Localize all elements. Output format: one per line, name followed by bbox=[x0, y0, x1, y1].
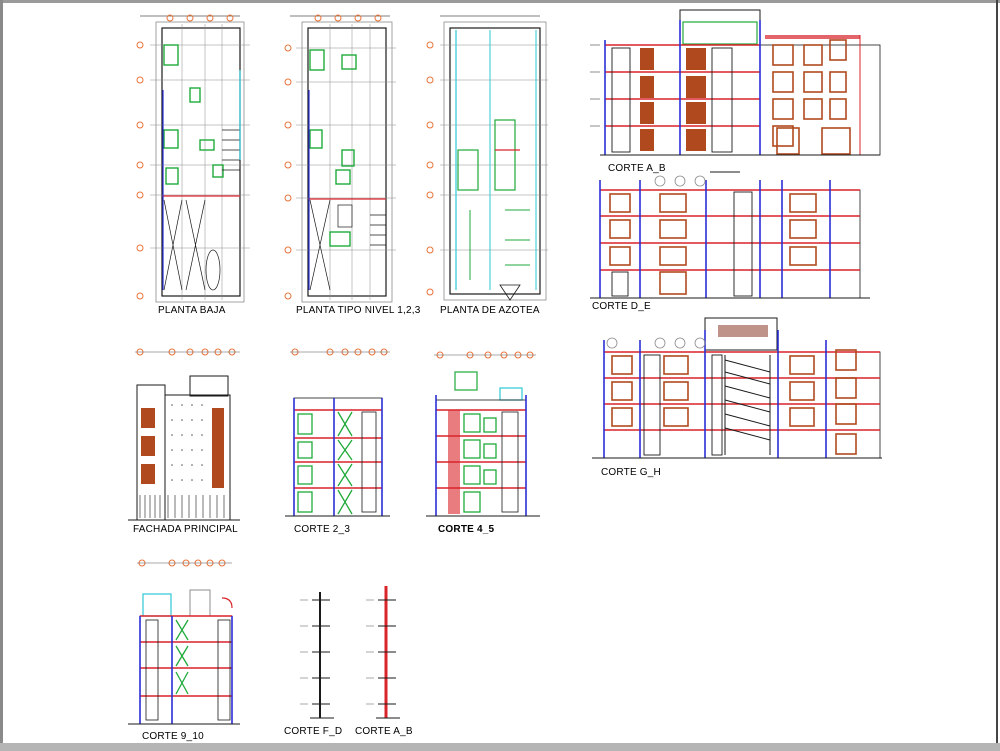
facade-fachada-principal bbox=[128, 348, 240, 521]
label-corte-2-3: CORTE 2_3 bbox=[294, 524, 351, 535]
sheet-frame-left bbox=[0, 0, 3, 751]
sheet-frame-bottom bbox=[0, 743, 1000, 751]
section-corte-4-5 bbox=[426, 351, 540, 517]
section-corte-d-e bbox=[590, 171, 870, 299]
label-corte-g-h: CORTE G_H bbox=[601, 467, 661, 478]
label-planta-azotea: PLANTA DE AZOTEA bbox=[440, 305, 540, 316]
label-corte-f-d: CORTE F_D bbox=[284, 726, 343, 737]
section-corte-f-d bbox=[300, 592, 334, 719]
section-corte-a-b-large bbox=[590, 9, 881, 156]
label-corte-9-10: CORTE 9_10 bbox=[142, 731, 204, 742]
floor-plan-planta-baja bbox=[136, 14, 250, 303]
label-corte-a-b-large: CORTE A_B bbox=[608, 163, 666, 174]
label-corte-4-5: CORTE 4_5 bbox=[438, 524, 495, 535]
sheet-frame-right bbox=[996, 0, 998, 743]
label-planta-baja: PLANTA BAJA bbox=[158, 305, 226, 316]
label-fachada-principal: FACHADA PRINCIPAL bbox=[133, 524, 238, 535]
label-planta-tipo: PLANTA TIPO NIVEL 1,2,3 bbox=[296, 305, 421, 316]
floor-plan-planta-azotea bbox=[426, 15, 548, 301]
floor-plan-planta-tipo bbox=[284, 14, 396, 303]
section-corte-2-3 bbox=[285, 348, 390, 517]
section-corte-a-b-small bbox=[366, 586, 400, 719]
label-corte-a-b-small: CORTE A_B bbox=[355, 726, 413, 737]
section-corte-9-10 bbox=[128, 559, 240, 725]
sheet-frame-top bbox=[0, 0, 1000, 3]
section-corte-g-h bbox=[592, 317, 882, 459]
label-corte-d-e: CORTE D_E bbox=[592, 301, 651, 312]
